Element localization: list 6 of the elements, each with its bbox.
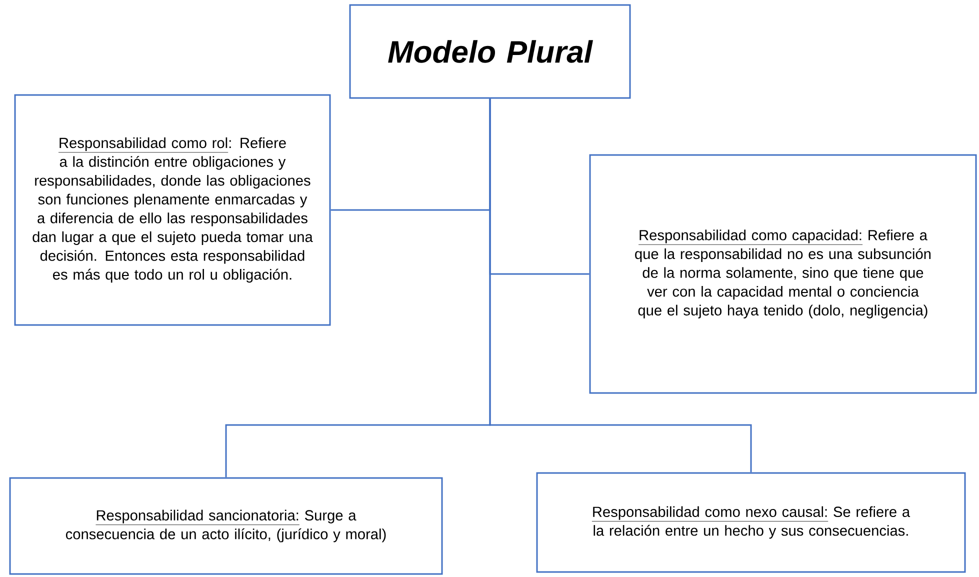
concept-box: Responsabilidad como rol : Refiere a la distinción entre obligaciones y responsabilidades, donde las obligaciones son funciones plenamente enmarcadas y a diferencia de ello las responsabilidades dan lugar a que el sujeto pueda tomar una decisión. Entonces esta responsabilidad es más que todo un rol u obligación. — [14, 94, 331, 326]
connector-line — [489, 98, 752, 472]
concept-box: Responsabilidad como nexo causal: Se refiere a la relación entre un hecho y sus consecuencias. — [536, 472, 966, 573]
concept-box: Responsabilidad como capacidad: Refiere a que la responsabilidad no es una subsunción de la norma solamente, sino que tiene que ver con la capacidad mental o conciencia que el sujeto haya tenido (dolo, negligencia) — [589, 154, 977, 394]
title-box: Modelo Plural — [349, 4, 631, 99]
concept-box: Responsabilidad sancionatoria: Surge a consecuencia de un acto ilícito, (jurídico y moral) — [9, 477, 443, 575]
